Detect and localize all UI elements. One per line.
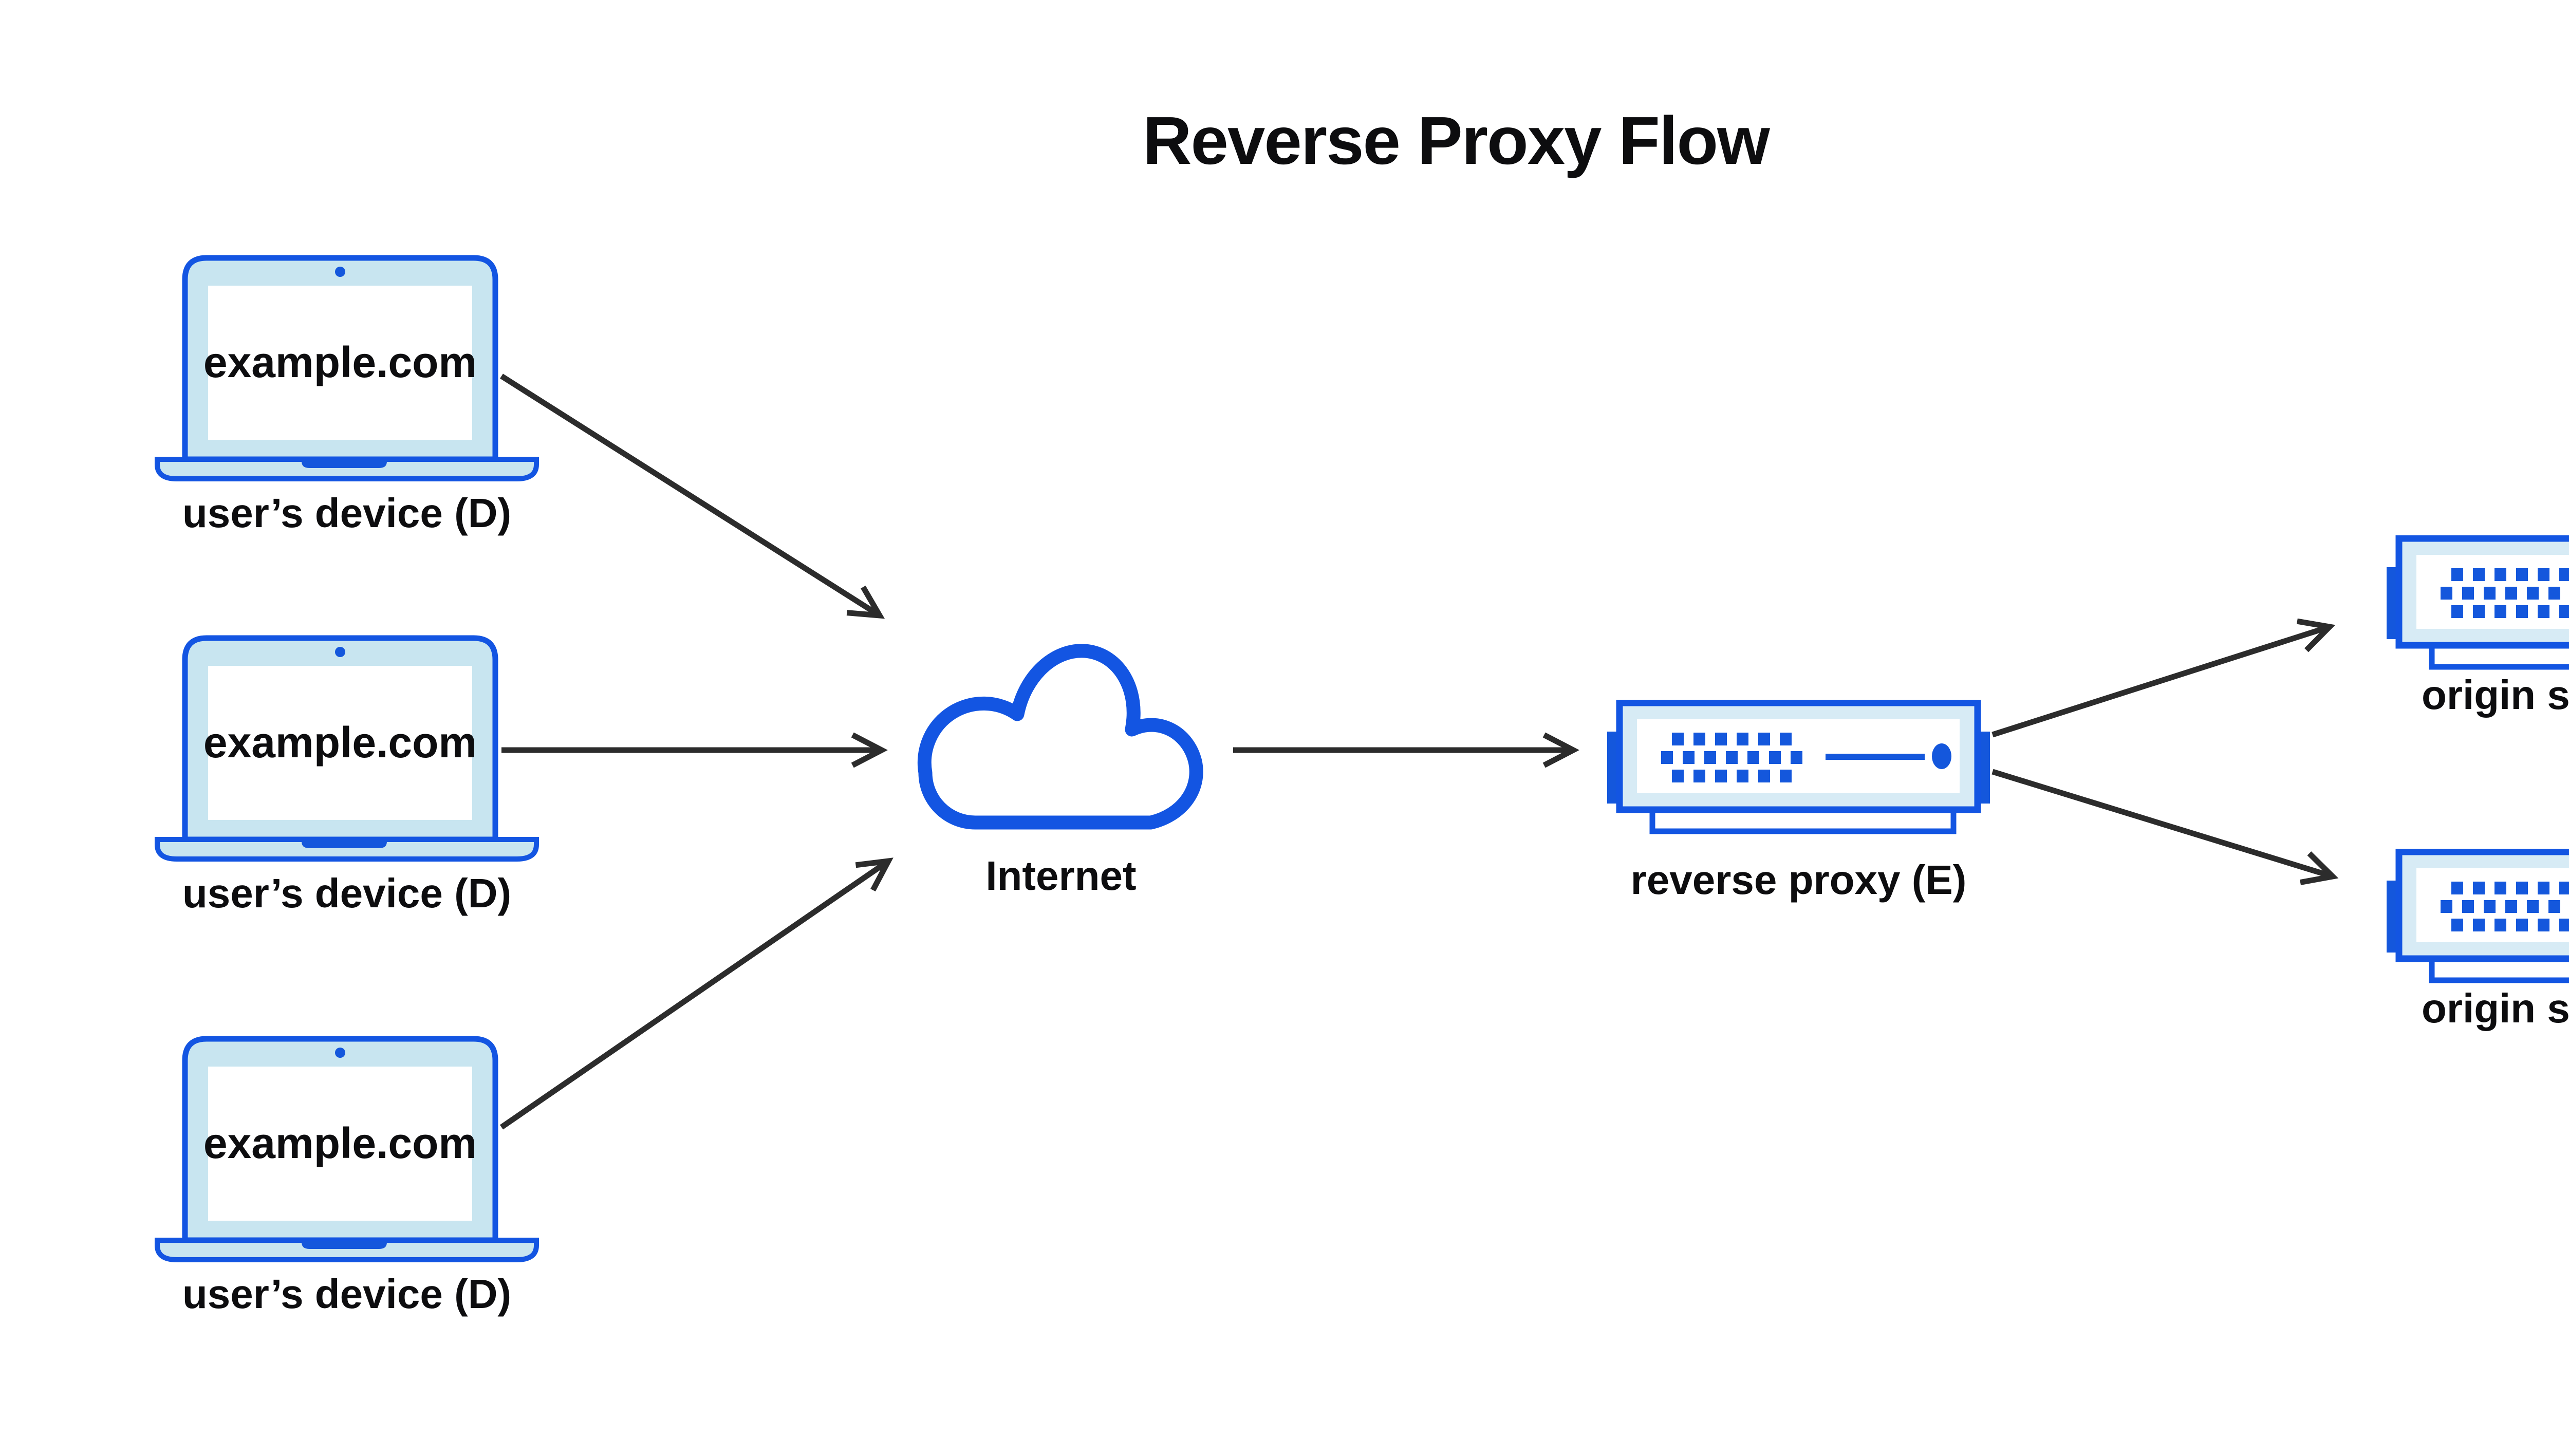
arrowhead-icon	[846, 585, 885, 619]
flow-arrow-user-device-3-to-internet	[499, 858, 890, 1130]
arrowhead-icon	[855, 857, 893, 892]
arrowhead-icon	[2296, 618, 2336, 652]
reverse-proxy-label: reverse proxy (E)	[1630, 857, 1967, 903]
arrowhead-icon	[2300, 851, 2339, 885]
origin-server-label: origin server (F)	[2421, 985, 2569, 1031]
server-led-icon	[1932, 743, 1951, 769]
server-icon	[2387, 849, 2569, 983]
device-label: user’s device (D)	[182, 870, 512, 916]
flow-arrow-user-device-1-to-internet	[500, 374, 881, 618]
arrowhead-icon	[1542, 732, 1579, 768]
flow-arrow-reverse-proxy-to-origin-server-1	[1991, 624, 2331, 738]
camera-dot-icon	[335, 647, 345, 657]
vent-pattern	[2441, 568, 2569, 618]
device-screen-text: example.com	[203, 718, 477, 767]
device-label: user’s device (D)	[182, 490, 512, 536]
user-device-1: example.com user’s device (D)	[154, 253, 539, 537]
flow-arrow-reverse-proxy-to-origin-server-2	[1991, 769, 2334, 880]
device-screen-text: example.com	[203, 338, 477, 386]
camera-dot-icon	[335, 267, 345, 277]
camera-dot-icon	[335, 1048, 345, 1058]
reverse-proxy-node: reverse proxy (E)	[1607, 700, 1990, 904]
laptop-icon: example.com	[155, 635, 539, 862]
user-device-2: example.com user’s device (D)	[154, 633, 539, 917]
arrowhead-icon	[851, 732, 888, 768]
server-icon	[2387, 535, 2569, 670]
device-label: user’s device (D)	[182, 1271, 512, 1317]
internet-label: Internet	[985, 853, 1137, 899]
origin-server-1: origin server (F)	[2387, 535, 2569, 719]
vent-pattern	[1661, 733, 1802, 782]
origin-server-label: origin server (F)	[2421, 672, 2569, 718]
user-device-3: example.com user’s device (D)	[154, 1034, 539, 1318]
origin-server-2: origin server (F)	[2387, 849, 2569, 1032]
internet-node: Internet	[894, 641, 1228, 900]
server-icon	[1607, 700, 1990, 834]
cloud-icon	[917, 644, 1203, 830]
laptop-icon: example.com	[155, 1036, 539, 1262]
page-title: Reverse Proxy Flow	[1143, 103, 1770, 178]
vent-pattern	[2441, 882, 2569, 931]
device-screen-text: example.com	[203, 1119, 477, 1167]
laptop-icon: example.com	[155, 255, 539, 481]
